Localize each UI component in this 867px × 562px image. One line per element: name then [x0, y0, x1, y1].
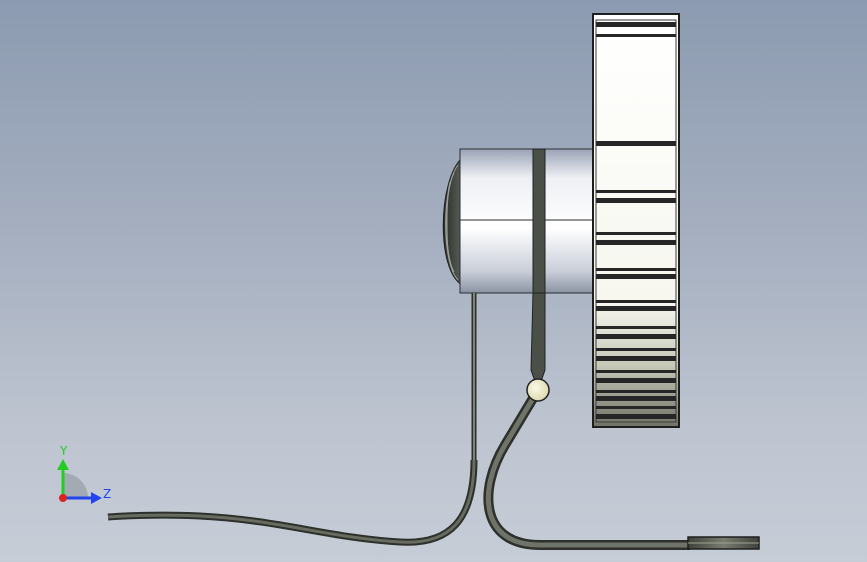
fan-slat — [596, 348, 676, 351]
z-axis-arrowhead — [91, 492, 102, 504]
reference-triad[interactable]: Y Z — [57, 444, 111, 504]
fan-slat — [596, 190, 676, 193]
fan-slat — [596, 274, 676, 279]
fan-slat — [596, 390, 676, 393]
fan-slat — [596, 334, 676, 339]
fan-slat — [596, 414, 676, 419]
fan-slat — [596, 356, 676, 361]
fan-slat — [596, 240, 676, 245]
fan-slat — [596, 232, 676, 235]
fan-slat — [596, 378, 676, 383]
motor-back-cap[interactable] — [442, 156, 463, 286]
y-axis-arrowhead — [57, 459, 69, 470]
fan-impeller[interactable] — [592, 13, 680, 428]
fan-slat — [596, 306, 676, 311]
z-axis-label: Z — [103, 487, 111, 501]
power-cord[interactable] — [107, 293, 478, 546]
fan-slat — [596, 396, 676, 401]
fan-slat — [596, 370, 676, 373]
fan-slat — [596, 22, 676, 27]
triad-quadrant — [63, 473, 88, 498]
motor-housing[interactable] — [459, 148, 596, 294]
hinge-joint[interactable] — [526, 378, 550, 402]
fan-slat — [596, 198, 676, 203]
stand-foot[interactable] — [687, 536, 760, 550]
x-axis-origin — [59, 494, 67, 502]
fan-blade-slats — [596, 22, 676, 419]
stand-leg[interactable] — [483, 387, 690, 550]
bracket-arm[interactable] — [530, 292, 546, 392]
fan-slat — [596, 141, 676, 146]
y-axis-label: Y — [59, 444, 68, 458]
fan-slat — [596, 300, 676, 303]
fan-slat — [596, 406, 676, 409]
mount-bracket[interactable] — [532, 148, 546, 294]
fan-slat — [596, 34, 676, 37]
fan-slat — [596, 268, 676, 271]
fan-slat — [596, 326, 676, 329]
